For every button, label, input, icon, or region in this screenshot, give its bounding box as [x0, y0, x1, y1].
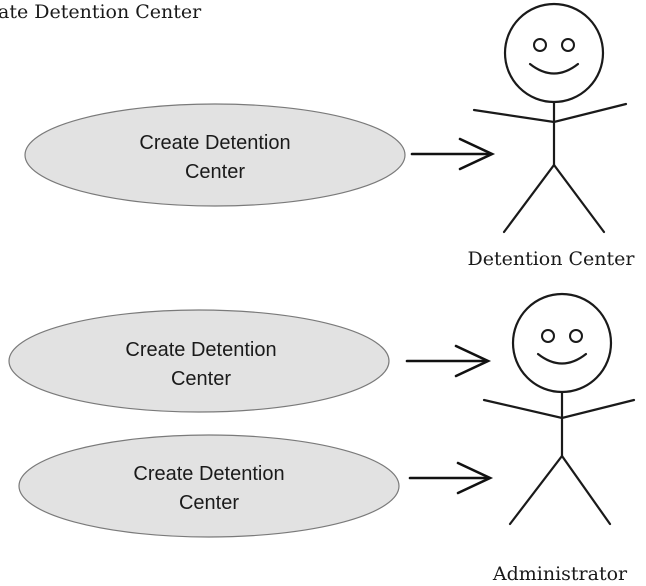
arrow-3-head [456, 461, 494, 495]
stick-figure-actor-icon [482, 292, 636, 526]
stick-figure-actor-icon [472, 2, 628, 234]
actor-1-smile [528, 62, 580, 75]
association-arrow-2 [405, 344, 492, 378]
actor-1-right-eye [561, 38, 575, 52]
actor-1-arms [472, 102, 628, 124]
actor-1-label: Detention Center [467, 248, 635, 270]
actor-1-left-eye [533, 38, 547, 52]
association-arrow-1 [410, 137, 496, 171]
association-arrow-3 [408, 461, 494, 495]
use-case-1-label-line1: Create Detention [139, 132, 290, 154]
use-case-1-ellipse[interactable] [24, 103, 406, 207]
use-case-2-ellipse[interactable] [8, 309, 390, 413]
use-case-3[interactable]: Create Detention Center [18, 434, 400, 538]
actor-2-right-eye [569, 329, 583, 343]
actor-1-head [503, 2, 605, 104]
use-case-3-label-line1: Create Detention [133, 463, 284, 485]
actor-2-left-eye [541, 329, 555, 343]
actor-2-label: Administrator [492, 563, 628, 585]
use-case-2-label-line1: Create Detention [125, 339, 276, 361]
actor-2-legs [508, 454, 612, 526]
use-case-3-label-line2: Center [179, 492, 239, 514]
use-case-2-label-line2: Center [171, 368, 231, 390]
use-case-1[interactable]: Create Detention Center [24, 103, 406, 207]
diagram-caption: ate Detention Center [0, 1, 202, 23]
arrow-1-head [458, 137, 496, 171]
actor-1-legs [502, 163, 606, 234]
actor-2-arms [482, 398, 636, 420]
use-case-2[interactable]: Create Detention Center [8, 309, 390, 413]
actor-detention-center[interactable]: Detention Center [467, 2, 635, 270]
actor-administrator[interactable]: Administrator [482, 292, 636, 585]
use-case-1-label-line2: Center [185, 161, 245, 183]
actor-2-head [511, 292, 613, 394]
use-case-3-ellipse[interactable] [18, 434, 400, 538]
actor-2-smile [536, 352, 588, 365]
arrow-2-head [454, 344, 492, 378]
